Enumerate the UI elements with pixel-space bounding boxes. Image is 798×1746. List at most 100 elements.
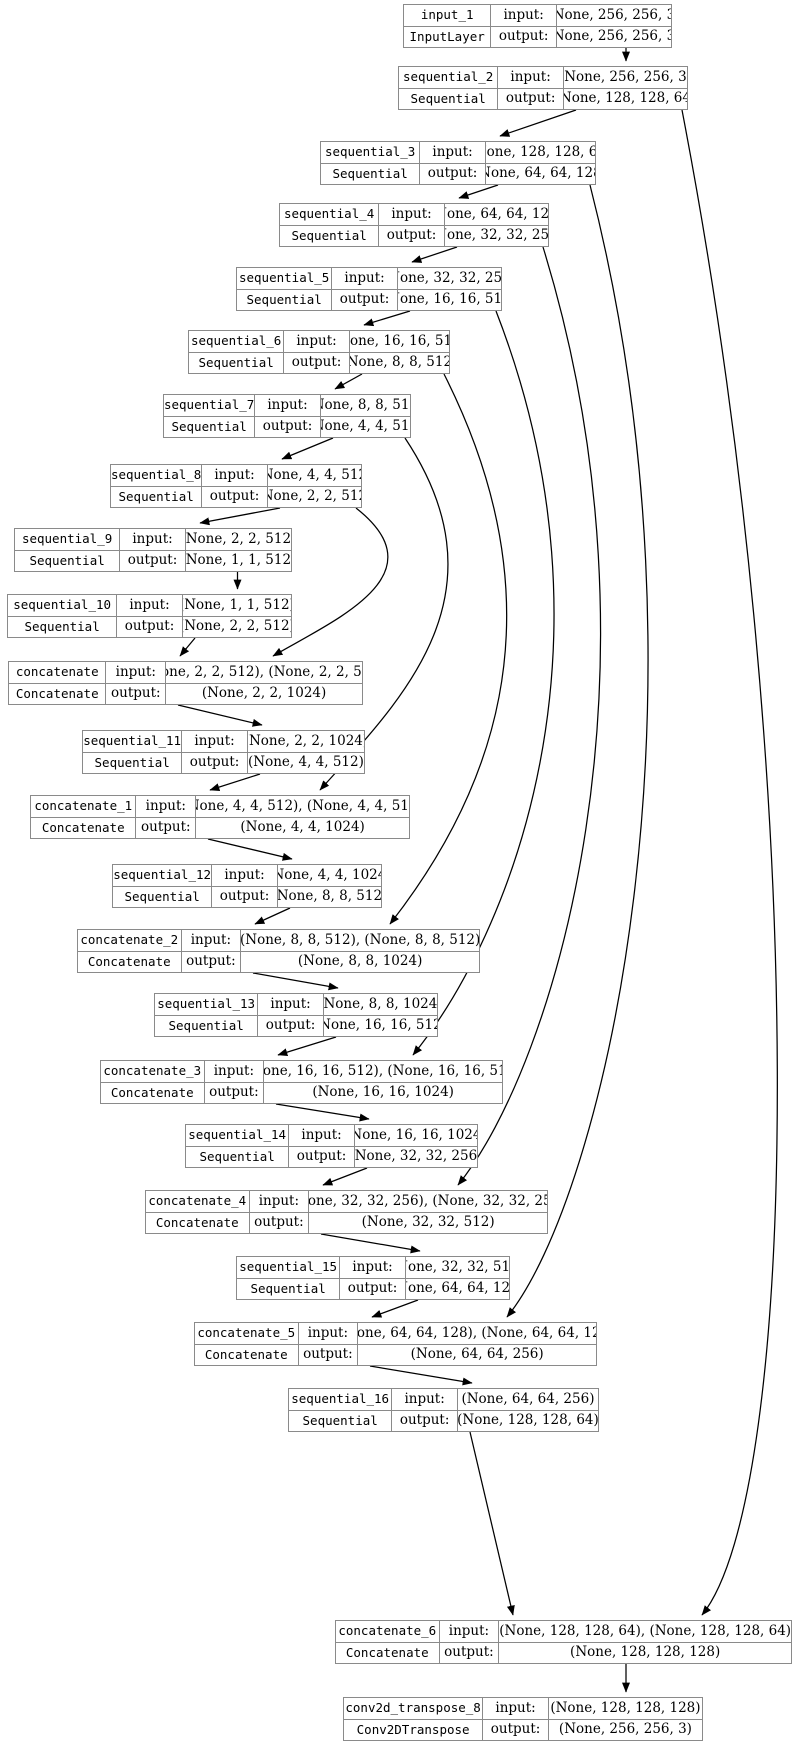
node-input-shape: (None, 64, 64, 128)	[445, 205, 548, 222]
node-name: concatenate_2	[78, 930, 182, 951]
node-output-label: output:	[299, 1344, 359, 1365]
node-name: conv2d_transpose_8	[344, 1698, 484, 1719]
node-input-shape: [(None, 16, 16, 512), (None, 16, 16, 512…	[264, 1062, 502, 1079]
node-input-shape: (None, 1, 1, 512)	[182, 596, 291, 613]
node-output-label: output:	[182, 951, 242, 972]
node-input-label: input:	[340, 1257, 406, 1278]
node-name: sequential_9	[15, 529, 121, 550]
node-output-label: output:	[202, 486, 268, 507]
node-output-label: output:	[498, 88, 564, 109]
node-input-label: input:	[117, 595, 183, 616]
edge-concatenate_4-to-sequential_15	[320, 1233, 421, 1254]
node-class-name: Concatenate	[336, 1642, 440, 1663]
node-output-label: output:	[483, 1719, 549, 1740]
node-name: concatenate_4	[146, 1191, 250, 1212]
node-input-shape: (None, 2, 2, 1024)	[247, 732, 365, 749]
node-output-shape: (None, 256, 256, 3)	[558, 1721, 692, 1737]
node-input-shape: (None, 8, 8, 1024)	[323, 995, 437, 1012]
node-input-label: input:	[440, 1621, 500, 1642]
edge-sequential_8-to-sequential_9	[199, 507, 281, 526]
node-input-label: input:	[289, 1125, 355, 1146]
node-input-label: input:	[483, 1698, 549, 1719]
node-input-shape: (None, 64, 64, 256)	[461, 1390, 595, 1407]
node-name: sequential_15	[237, 1257, 341, 1278]
node-output-shape: (None, 16, 16, 1024)	[312, 1084, 454, 1100]
node-input-shape: (None, 4, 4, 1024)	[277, 866, 381, 883]
node-class-name: Sequential	[155, 1015, 259, 1036]
node-input-label: input:	[182, 930, 242, 951]
node-input-shape: [(None, 32, 32, 256), (None, 32, 32, 256…	[309, 1192, 547, 1209]
node-name: sequential_7	[164, 395, 256, 416]
node-name: concatenate_1	[31, 796, 137, 817]
node-name: concatenate	[9, 662, 107, 683]
edge-sequential_3-to-sequential_4	[458, 184, 499, 199]
edge-sequential_6-to-sequential_7	[334, 373, 363, 390]
node-output-label: output:	[491, 26, 557, 47]
node-class-name: Sequential	[164, 416, 256, 437]
node-input-shape: (None, 16, 16, 1024)	[354, 1126, 477, 1143]
node-name: sequential_13	[155, 994, 259, 1015]
node-class-name: Sequential	[399, 88, 499, 109]
node-output-shape: (None, 8, 8, 512)	[349, 354, 449, 370]
node-output-shape: (None, 128, 128, 128)	[570, 1644, 721, 1660]
edge-sequential_7-to-sequential_8	[281, 437, 334, 460]
node-output-shape: (None, 4, 4, 512)	[321, 418, 410, 434]
node-class-name: Concatenate	[146, 1212, 250, 1233]
node-name: sequential_11	[83, 731, 183, 752]
node-input-shape: (None, 32, 32, 256)	[398, 269, 502, 286]
edge-sequential_12-to-concatenate_2	[254, 907, 291, 925]
edge-sequential_13-to-concatenate_3	[277, 1036, 337, 1057]
node-output-label: output:	[440, 1642, 500, 1663]
node-input-label: input:	[250, 1191, 310, 1212]
edge-sequential_15-to-concatenate_5	[371, 1299, 419, 1318]
node-input-label: input:	[202, 465, 268, 486]
edge-sequential_2-to-concatenate_6	[681, 109, 778, 1616]
node-output-shape: (None, 8, 8, 512)	[277, 888, 381, 904]
node-class-name: InputLayer	[404, 26, 492, 47]
node-output-shape: (None, 32, 32, 256)	[445, 227, 548, 243]
edge-sequential_10-to-concatenate	[179, 637, 196, 657]
node-name: sequential_16	[289, 1389, 393, 1410]
edge-sequential_6-to-concatenate_2	[389, 373, 508, 925]
edge-sequential_4-to-sequential_5	[411, 246, 458, 263]
node-name: sequential_10	[8, 595, 118, 616]
node-class-name: Sequential	[289, 1410, 393, 1431]
node-output-label: output:	[255, 416, 321, 437]
node-class-name: Concatenate	[101, 1082, 205, 1103]
node-output-shape: (None, 64, 64, 128)	[406, 1280, 509, 1296]
edge-sequential_2-to-sequential_3	[499, 109, 577, 137]
node-output-shape: (None, 4, 4, 512)	[248, 754, 364, 770]
node-class-name: Concatenate	[78, 951, 182, 972]
